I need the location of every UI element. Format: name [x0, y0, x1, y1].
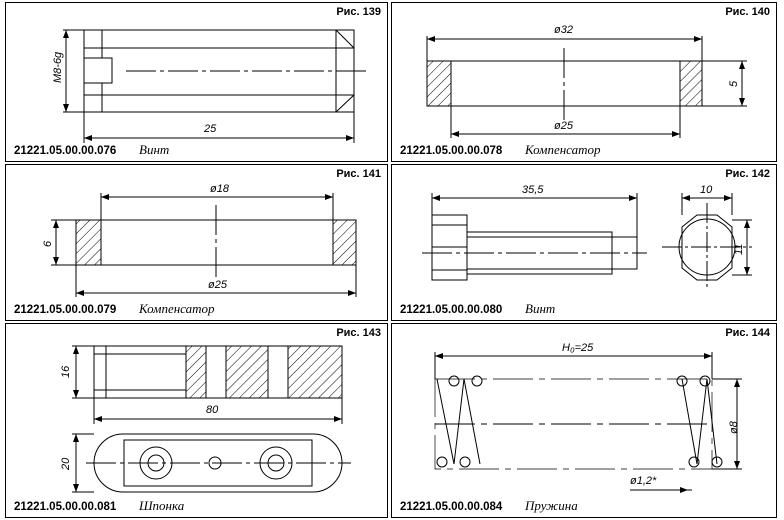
panel-fig-141: Рис. 141 ø18 ø25 6 — [5, 164, 388, 321]
outer-dia-dim: ø32 — [554, 24, 573, 36]
length-dim: 25 — [203, 123, 217, 135]
height-dim: 16 — [60, 365, 72, 378]
head-dim: 10 — [700, 184, 713, 196]
inner-dia-dim: ø18 — [210, 183, 230, 195]
wire-dia-dim: ø1,2* — [630, 475, 657, 487]
drawing-ring-141: ø18 ø25 6 — [42, 183, 357, 297]
figure-number: Рис. 141 — [336, 168, 381, 180]
drawing-ring-140: ø32 ø25 5 — [426, 24, 747, 138]
height-dim: 6 — [42, 240, 54, 247]
part-code: 21221.05.00.00.079 — [14, 304, 117, 316]
inner-dia-dim: ø25 — [554, 120, 574, 132]
drawing-spring-144: H₀=25 ø8 ø1,2* — [434, 342, 742, 493]
panel-fig-144: Рис. 144 H₀=25 ø8 ø1,2* 21221.05.0 — [391, 323, 777, 518]
thread-dim: M8-6g — [52, 51, 64, 83]
figure-number: Рис. 142 — [725, 168, 770, 180]
part-code: 21221.05.00.00.078 — [400, 145, 503, 157]
figure-number: Рис. 139 — [336, 6, 381, 18]
part-name: Пружина — [525, 498, 578, 513]
part-name: Шпонка — [139, 498, 185, 513]
height-dim: 5 — [728, 80, 740, 87]
panel-fig-143: Рис. 143 — [5, 323, 388, 518]
drawing-key-143: 16 80 20 — [60, 345, 351, 493]
part-code: 21221.05.00.00.080 — [400, 304, 503, 316]
length-dim: 80 — [206, 404, 219, 416]
part-name: Компенсатор — [525, 142, 601, 157]
figure-number: Рис. 144 — [725, 327, 770, 339]
part-code: 21221.05.00.00.081 — [14, 501, 117, 513]
panel-fig-139: Рис. 139 M8-6g 25 21221.05.00.00.076 — [5, 2, 388, 162]
part-code: 21221.05.00.00.076 — [14, 145, 117, 157]
figure-number: Рис. 143 — [336, 327, 381, 339]
free-length-dim: H₀=25 — [562, 342, 594, 354]
panel-fig-140: Рис. 140 ø32 ø25 5 — [391, 2, 777, 162]
part-name: Винт — [525, 301, 556, 316]
figure-number: Рис. 140 — [725, 6, 770, 18]
part-name: Компенсатор — [139, 301, 215, 316]
part-name: Винт — [139, 142, 170, 157]
drawing-screw-139: M8-6g 25 — [52, 29, 366, 143]
width-dim: 11 — [733, 244, 745, 255]
diameter-dim: ø8 — [728, 420, 740, 434]
length-dim: 35,5 — [522, 184, 544, 196]
part-code: 21221.05.00.00.084 — [400, 501, 503, 513]
outer-dia-dim: ø25 — [208, 279, 228, 291]
drawing-bolt-142: 35,5 10 11 — [422, 184, 752, 290]
width-dim: 20 — [60, 457, 72, 471]
panel-fig-142: Рис. 142 — [391, 164, 777, 321]
